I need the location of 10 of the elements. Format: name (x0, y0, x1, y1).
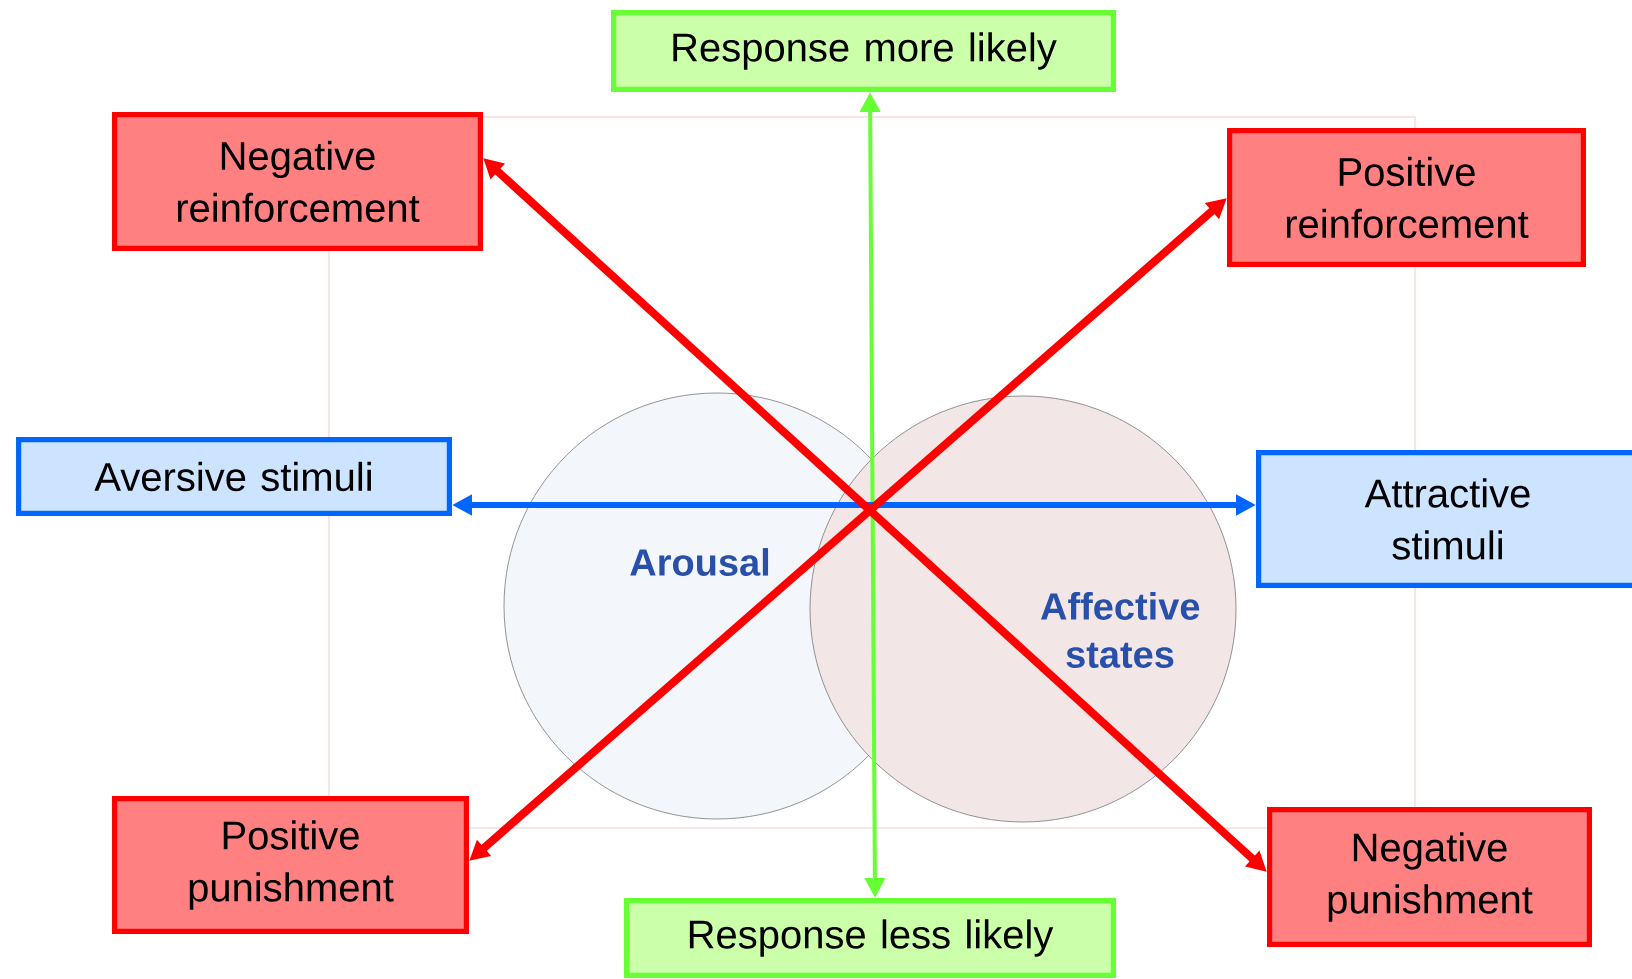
label-box: Negative punishment (1267, 807, 1592, 947)
label-box: Response less likely (624, 898, 1116, 978)
circle-label: Affective states (1040, 592, 1200, 668)
label-box: Positive punishment (112, 796, 469, 934)
circle-label: Arousal (630, 548, 769, 576)
label-box: Attractive stimuli (1256, 450, 1632, 588)
label-box: Aversive stimuli (16, 437, 452, 516)
label-box: Positive reinforcement (1227, 128, 1586, 267)
label-box: Response more likely (611, 10, 1116, 92)
label-box: Negative reinforcement (112, 112, 483, 251)
